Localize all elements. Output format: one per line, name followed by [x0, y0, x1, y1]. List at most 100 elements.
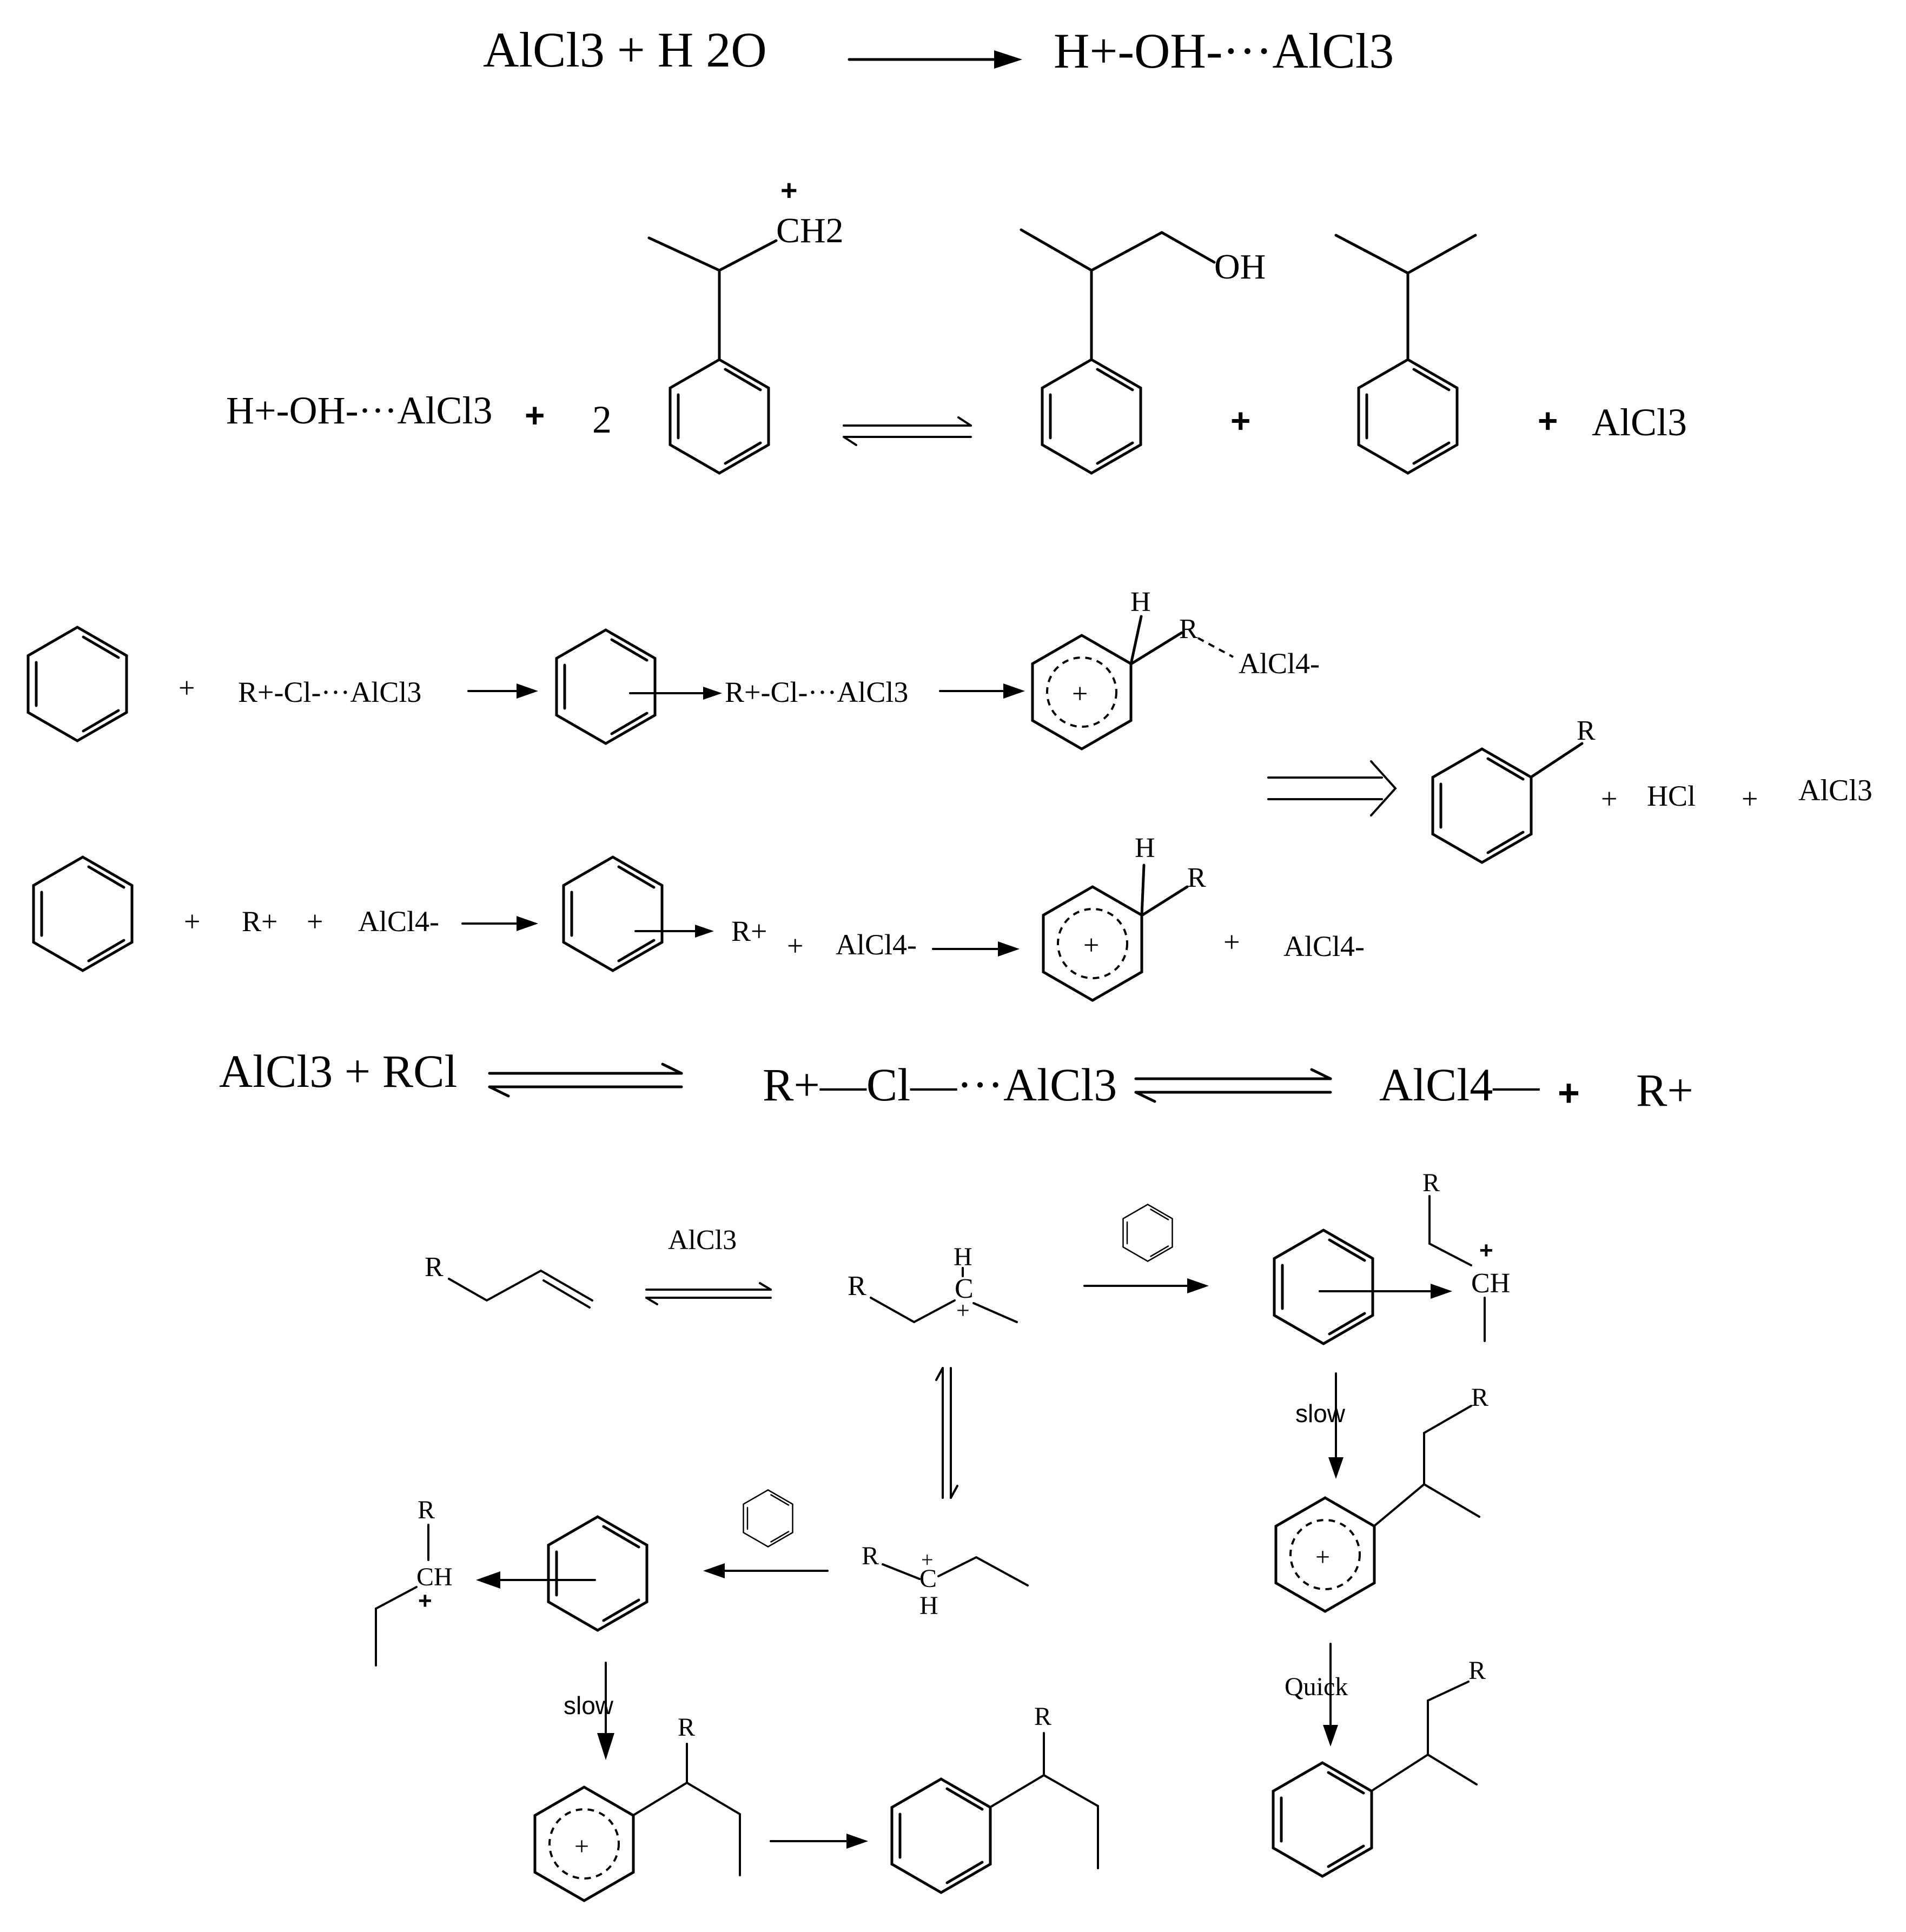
- eq5-anion: AlCl4—: [1379, 1059, 1540, 1111]
- eq4-r-cation: R+: [242, 905, 277, 938]
- eq4-pi-complex: R+: [564, 857, 767, 971]
- equation-1: AlCl3 + H 2O H+-OH-···AlCl3: [483, 22, 1394, 78]
- eq3-plus-hcl: +: [1601, 782, 1617, 815]
- eq3-complex-a: R+-Cl-···AlCl3: [238, 676, 421, 708]
- olefin-R: R: [425, 1252, 444, 1283]
- carbocation-2: R H C +: [848, 1243, 1018, 1324]
- arrow-to-pi-complex: [1083, 1204, 1209, 1293]
- eq3-sigma-R: R: [1179, 614, 1198, 645]
- pi-complex-7: R CH +: [375, 1496, 647, 1667]
- pi3-plus: +: [1479, 1237, 1493, 1264]
- cation2-H: H: [954, 1243, 972, 1271]
- olefin-scheme: R AlCl3 R H C +: [375, 1169, 1510, 1901]
- eq4-plus-2: +: [307, 905, 323, 938]
- eq5-plus: +: [1558, 1072, 1580, 1114]
- eq5-cation: R+: [1636, 1064, 1693, 1116]
- eq4-anion-b: AlCl4-: [836, 928, 917, 961]
- cation2-plus: +: [956, 1297, 970, 1324]
- cation2-R: R: [848, 1271, 866, 1302]
- eq4-plus-3: +: [787, 930, 803, 962]
- product5-R: R: [1468, 1656, 1486, 1685]
- pi3-R: R: [1422, 1169, 1440, 1197]
- sigma8-R: R: [678, 1713, 695, 1742]
- eq2-plus-2: +: [1230, 401, 1250, 440]
- isomerization-arrow: [935, 1367, 958, 1499]
- eq5-reactants: AlCl3 + RCl: [219, 1045, 457, 1097]
- eq4-sigma-plus: +: [1083, 930, 1099, 961]
- slow-arrow-left: slow: [564, 1662, 614, 1760]
- pi-complex-3: R + CH: [1274, 1169, 1510, 1344]
- product-9: R: [892, 1702, 1099, 1893]
- eq1-product: H+-OH-···AlCl3: [1054, 23, 1394, 78]
- eq4-arrow-1: [461, 916, 538, 931]
- eq4-anion: AlCl4-: [358, 905, 439, 938]
- eq2-cation-group: CH2: [776, 211, 844, 250]
- eq3-product-R: R: [1577, 715, 1596, 746]
- eq1-reactants: AlCl3 + H 2O: [483, 22, 767, 77]
- quick-arrow: Quick: [1285, 1643, 1348, 1747]
- eq2-cation-plus: +: [780, 174, 798, 207]
- eq3-alkylbenzene: R: [1433, 715, 1596, 862]
- pi3-CH: CH: [1471, 1268, 1510, 1299]
- quick-label: Quick: [1285, 1672, 1348, 1701]
- eq3-sigma-plus: +: [1072, 679, 1088, 709]
- eq4-sigma-complex: + H R: [1043, 833, 1206, 1000]
- sigma-complex-4: + R: [1276, 1383, 1488, 1611]
- eq3-pi-complex: R+-Cl-···AlCl3: [557, 630, 908, 743]
- equation-5: AlCl3 + RCl R+—Cl—···AlCl3 AlCl4— + R+: [219, 1045, 1693, 1116]
- eq2-acid-complex: H+-OH-···AlCl3: [226, 389, 493, 432]
- eq5-ion-pair: R+—Cl—···AlCl3: [763, 1059, 1117, 1111]
- slow-label-left: slow: [564, 1691, 614, 1719]
- equation-4: + R+ + AlCl4- R+ + AlCl4- + H R + AlCl: [34, 833, 1365, 1000]
- eq4-sigma-R: R: [1187, 862, 1206, 893]
- equilibrium-arrow-eq5a: [488, 1063, 683, 1098]
- olefin-reactant: R: [425, 1252, 593, 1309]
- eq3-arrow-1: [467, 683, 538, 699]
- eq4-sigma-H: H: [1135, 833, 1155, 864]
- eq2-coefficient: 2: [592, 398, 612, 441]
- cation6-H: H: [919, 1591, 938, 1620]
- product-5: R: [1273, 1656, 1486, 1876]
- equation-2: H+-OH-···AlCl3 + 2 + CH2 OH +: [226, 174, 1687, 473]
- eq4-anion-c: AlCl4-: [1283, 930, 1365, 962]
- eq3-double-arrow: [1267, 760, 1397, 816]
- eq2-plus-3: +: [1538, 401, 1558, 440]
- eq2-alcohol-molecule: OH: [1020, 228, 1266, 473]
- sigma4-R: R: [1471, 1383, 1488, 1412]
- sigma8-plus: +: [574, 1832, 589, 1861]
- sigma-complex-8: + R: [535, 1713, 741, 1901]
- eq4-r-cation-b: R+: [731, 915, 767, 947]
- eq2-alcohol-group: OH: [1214, 247, 1266, 287]
- equation-3: + R+-Cl-···AlCl3 R+-Cl-···AlCl3 + H R Al…: [28, 587, 1872, 862]
- olefin-catalyst: AlCl3: [668, 1225, 737, 1256]
- eq1-arrow: [848, 50, 1022, 69]
- eq2-catalyst: AlCl3: [1592, 401, 1687, 444]
- eq3-arrow-2: [939, 683, 1025, 699]
- equilibrium-arrow-olefin: [645, 1282, 772, 1305]
- eq4-plus-4: +: [1223, 926, 1240, 958]
- eq2-cumene-molecule: [1334, 234, 1477, 473]
- cation6-plus: +: [921, 1548, 934, 1572]
- slow-label-right: slow: [1295, 1399, 1346, 1428]
- product9-R: R: [1034, 1702, 1051, 1731]
- equilibrium-arrow-eq5b: [1134, 1068, 1332, 1103]
- eq3-alcl3: AlCl3: [1798, 774, 1872, 807]
- sigma4-plus: +: [1315, 1543, 1330, 1571]
- eq3-hcl: HCl: [1647, 780, 1696, 812]
- eq3-plus-1: +: [178, 672, 195, 704]
- eq4-plus-1: +: [184, 905, 200, 938]
- cation2-C: C: [955, 1273, 974, 1304]
- final-arrow: [770, 1834, 868, 1849]
- eq3-sigma-H: H: [1130, 587, 1151, 618]
- pi7-R: R: [418, 1496, 435, 1524]
- eq3-complex-b: R+-Cl-···AlCl3: [725, 676, 908, 708]
- eq3-sigma-counter: AlCl4-: [1239, 647, 1320, 680]
- cation6-R: R: [862, 1542, 879, 1570]
- arrow-to-pi-complex-7: [703, 1489, 829, 1578]
- cation6-C: C: [919, 1564, 937, 1593]
- slow-arrow-right: slow: [1295, 1372, 1346, 1479]
- equilibrium-arrow-eq2: [843, 416, 972, 446]
- carbocation-6: R + C H: [862, 1542, 1029, 1620]
- eq2-plus-1: +: [525, 396, 545, 435]
